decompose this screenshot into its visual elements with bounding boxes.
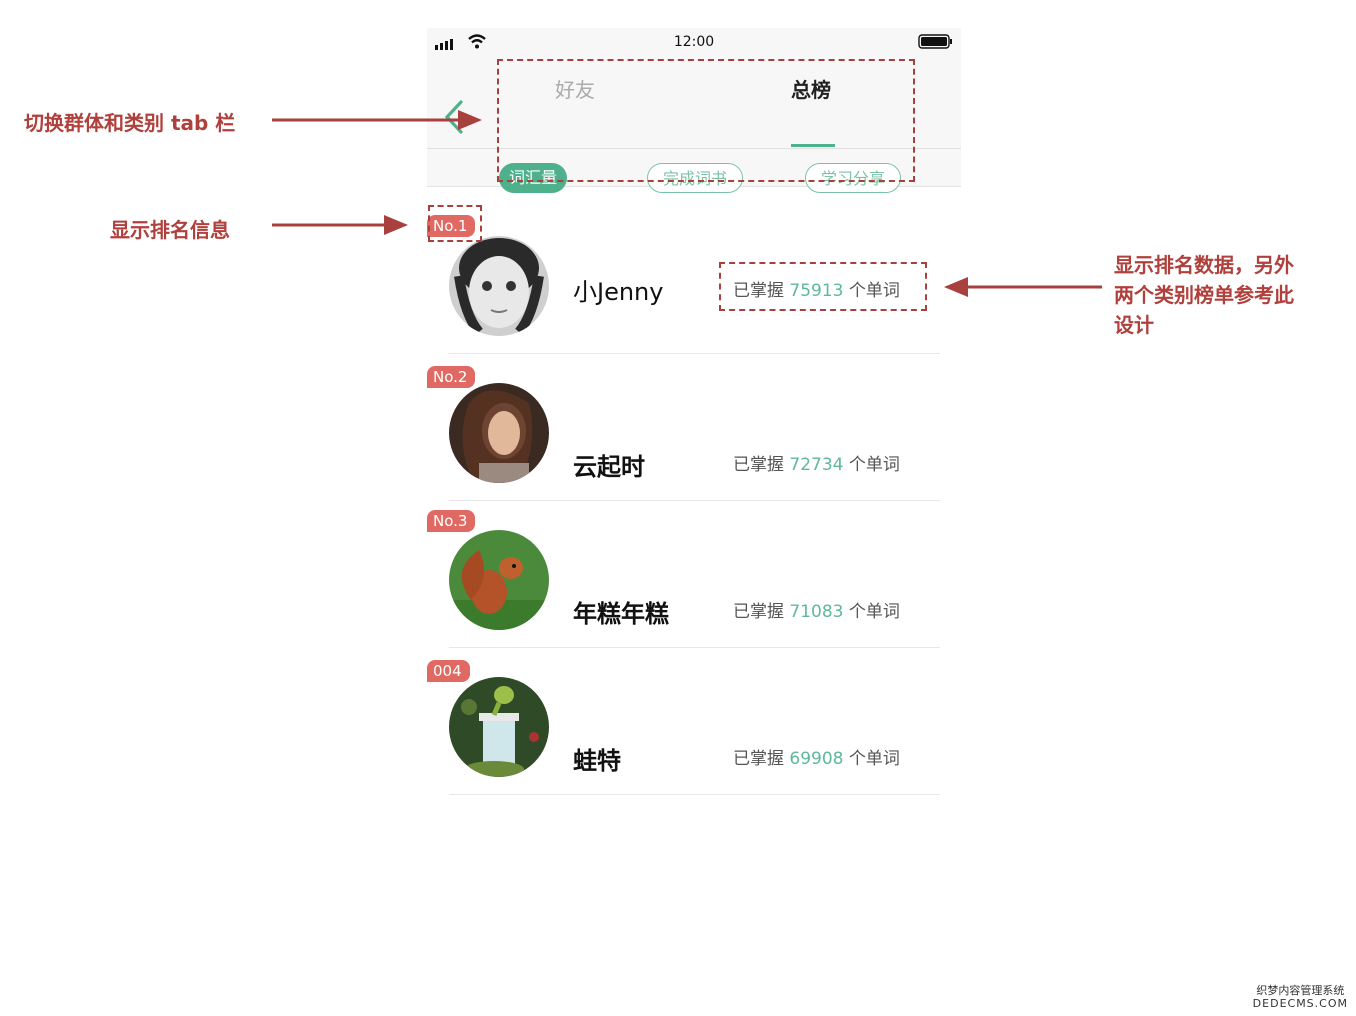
annotation-line: 两个类别榜单参考此 [1114,283,1294,307]
avatar [449,236,549,336]
user-name: 年糕年糕 [573,600,669,628]
user-name: 小Jenny [573,278,664,306]
watermark: 织梦内容管理系统 DEDECMS.COM [1253,984,1348,1010]
stat-prefix: 已掌握 [733,455,784,475]
stat-suffix: 个单词 [848,455,900,475]
rank-stat: 已掌握 71083 个单词 [733,597,900,622]
watermark-line: DEDECMS.COM [1252,997,1348,1010]
user-name: 云起时 [573,453,645,481]
category-books[interactable]: 完成词书 [647,163,743,193]
stat-prefix: 已掌握 [733,602,784,622]
phone-screen: 12:00 好友 总榜 词汇量 完成词书 学习分享 No.1 [427,28,961,808]
row-divider [449,500,940,501]
category-share[interactable]: 学习分享 [805,163,901,193]
back-chevron-icon[interactable] [441,100,467,134]
stat-count: 69908 [789,749,844,769]
ranking-row[interactable]: No.1 小Jenny 已掌握 75913 个单词 [427,215,961,362]
rank-badge: No.3 [427,510,476,532]
annotation-line: 设计 [1114,313,1154,337]
rank-badge: 004 [427,660,470,682]
ranking-row[interactable]: No.3 年糕年糕 已掌握 71083 个单词 [427,510,961,657]
header-divider [427,148,961,149]
stat-count: 71083 [789,602,844,622]
tab-total[interactable]: 总榜 [791,78,831,102]
category-vocab[interactable]: 词汇量 [499,163,567,193]
tab-bar-highlight [497,59,915,182]
stat-prefix: 已掌握 [733,281,784,301]
signal-bar [440,43,443,50]
arrow-left-icon [944,277,1102,297]
tab-active-indicator [791,144,835,147]
watermark-line: 织梦内容管理系统 [1256,984,1345,997]
tab-friends[interactable]: 好友 [555,78,595,102]
user-name: 蛙特 [573,747,621,775]
ranking-row[interactable]: 004 蛙特 已掌握 69908 个单词 [427,660,961,807]
stat-suffix: 个单词 [848,281,900,301]
rank-badge: No.1 [427,215,476,237]
row-divider [449,647,940,648]
stat-suffix: 个单词 [848,749,900,769]
annotation-tab-bar: 切换群体和类别 tab 栏 [24,111,236,135]
rank-stat: 已掌握 69908 个单词 [733,744,900,769]
wifi-icon [468,34,486,49]
row-divider [449,794,940,795]
annotation-rank-data: 显示排名数据，另外 两个类别榜单参考此 设计 [1114,250,1294,340]
avatar [449,677,549,777]
arrow-right-icon [272,110,482,130]
stat-count: 72734 [789,455,844,475]
status-time: 12:00 [673,34,715,50]
rank-data-highlight [719,262,927,311]
status-bar: 12:00 [427,28,961,56]
signal-bar [445,41,448,50]
annotation-rank-info: 显示排名信息 [110,218,230,242]
rank-badge-highlight [428,205,482,242]
stat-suffix: 个单词 [848,602,900,622]
rank-stat: 已掌握 75913 个单词 [733,276,900,301]
arrow-right-icon [272,215,408,235]
ranking-row[interactable]: No.2 云起时 已掌握 72734 个单词 [427,366,961,513]
signal-icon [435,45,438,50]
rank-stat: 已掌握 72734 个单词 [733,450,900,475]
battery-icon [918,34,952,49]
row-divider [449,353,940,354]
ranking-header: 好友 总榜 词汇量 完成词书 学习分享 [427,56,961,193]
stat-prefix: 已掌握 [733,749,784,769]
avatar [449,383,549,483]
stat-count: 75913 [789,281,844,301]
avatar [449,530,549,630]
annotation-line: 显示排名数据，另外 [1114,253,1294,277]
rank-badge: No.2 [427,366,476,388]
signal-bar [450,39,453,50]
